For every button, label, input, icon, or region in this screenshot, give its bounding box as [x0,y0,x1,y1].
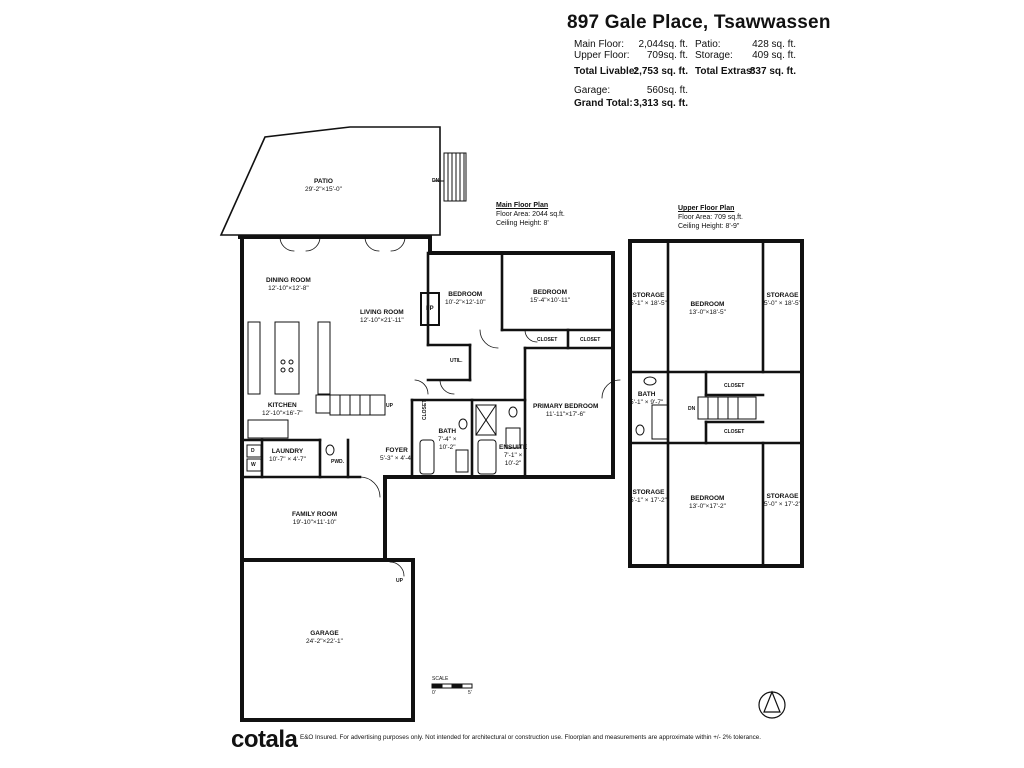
disclaimer: E&O Insured. For advertising purposes on… [300,734,762,741]
fireplace-label: FP [426,306,434,312]
bath-fixtures [246,404,521,475]
powder-label: PWD. [331,459,345,465]
upper-floor-value: 709sq. ft. [646,50,688,61]
upper-stairs-icon [697,396,757,420]
patio-value: 428 sq. ft. [752,39,796,50]
main-stairs-up-label: UP [386,403,393,409]
scale-five: 5' [468,690,472,696]
upper-floor-walls [628,239,804,568]
main-plan-ceiling: Ceiling Height: 8' [496,220,549,227]
scale-label: SCALE [432,676,449,682]
upper-plan-area: Floor Area: 709 sq.ft. [678,214,743,221]
total-extras-label: Total Extras: [695,66,755,77]
dryer-label: D [251,448,255,454]
total-extras-value: 837 sq. ft. [749,66,796,77]
north-compass-icon [758,690,786,719]
cotala-logo: cotala [231,726,298,753]
garage-value: 560sq. ft. [646,85,688,96]
closet-label-3: CLOSET [422,399,428,420]
grand-total-label: Grand Total: [574,98,633,109]
upper-plan-heading: Upper Floor Plan [678,205,735,212]
kitchen-fixtures [247,321,331,439]
storage-value: 409 sq. ft. [752,50,796,61]
closet-label-1: CLOSET [537,337,558,343]
property-title: 897 Gale Place, Tsawwassen [567,12,831,33]
main-floor-value: 2,044sq. ft. [638,39,688,50]
storage-label: Storage: [695,50,733,61]
upper-bath-fixtures [635,376,669,440]
closet-label-upper-1: CLOSET [724,383,745,389]
closet-label-upper-2: CLOSET [724,429,745,435]
total-livable-label: Total Livable: [574,66,638,77]
upper-floor-label: Upper Floor: [574,50,630,61]
scale-bar [431,683,473,689]
door-swings [279,236,621,577]
garage-label: Garage: [574,85,611,96]
total-livable-value: 2,753 sq. ft. [633,66,688,77]
main-floor-walls [238,235,615,562]
main-floor-label: Main Floor: [574,39,625,50]
grand-total-value: 3,313 sq. ft. [633,98,688,109]
main-plan-area: Floor Area: 2044 sq.ft. [496,211,565,218]
main-plan-heading: Main Floor Plan [496,202,549,209]
upper-stairs-down-label: DN [688,406,696,412]
upper-plan-header: Upper Floor Plan Floor Area: 709 sq.ft. … [678,204,743,231]
washer-label: W [251,462,256,468]
main-floor-interior-walls [240,251,615,479]
patio-stairs-icon [433,152,467,202]
upper-floor-interior-walls [628,239,804,568]
util-label: UTIL. [450,358,463,364]
scale-zero: 0' [432,690,436,696]
upper-plan-ceiling: Ceiling Height: 8'-9" [678,223,740,230]
main-stairs-icon [329,394,386,416]
patio-down-label: DN [432,178,440,184]
patio-label: Patio: [695,39,721,50]
garage-walls [240,558,415,722]
main-plan-header: Main Floor Plan Floor Area: 2044 sq.ft. … [496,201,565,228]
garage-up-label: UP [396,578,403,584]
fireplace [420,292,440,326]
closet-label-2: CLOSET [580,337,601,343]
